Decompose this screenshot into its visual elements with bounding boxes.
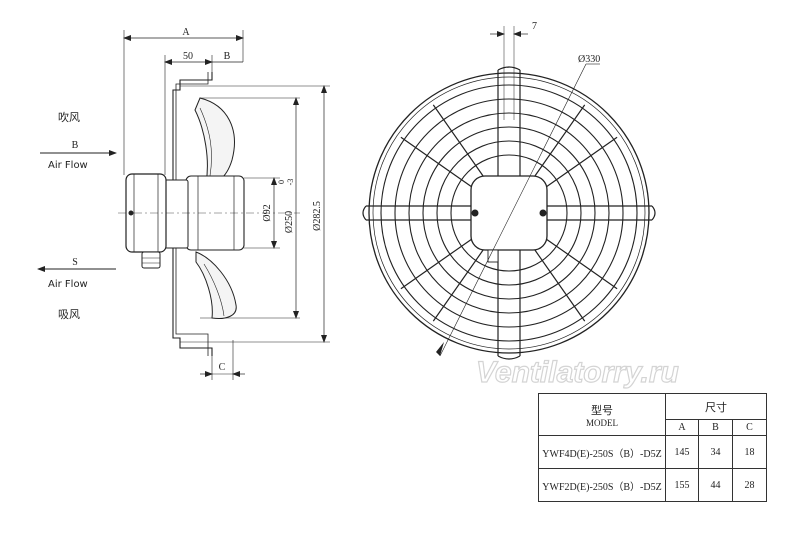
suck-airflow-label: Air Flow [48,279,88,290]
watermark: Ventilatorry.ru [476,356,679,389]
tolerance-250-label: 0-3 [277,179,295,186]
b-cell: 34 [698,435,733,469]
model-cell: YWF2D(E)-250S（B）-D5Z [538,468,666,502]
guard-spoke [533,248,586,322]
specification-table: 型号 MODEL 尺寸 A B C YWF4D(E)-250S（B）-D5Z 1… [538,393,768,502]
guard-spoke [400,237,474,290]
guard-ring [422,126,596,300]
front-view-labels: 7 Ø330 [532,21,600,65]
c-cell: 18 [731,435,768,469]
guard-spokes [400,104,618,322]
dimension-50-label: 50 [183,51,193,62]
guard-spoke [432,248,485,322]
table-header-row: 型号 MODEL 尺寸 [538,393,768,436]
b-cell: 44 [698,468,733,502]
front-view [362,26,656,360]
diameter-92-label: Ø92 [262,204,273,221]
blow-airflow-label: Air Flow [48,160,88,171]
table-row: YWF4D(E)-250S（B）-D5Z 145 34 18 [538,435,768,469]
col-b-header: B [698,419,733,436]
diameter-330-label: Ø330 [578,54,600,65]
model-header-cn: 型号 [591,403,613,417]
side-view-labels: A 50 B C Ø92 Ø250 0-3 Ø282.5 吹风 B Air Fl… [48,27,323,373]
diameter-250-label: Ø250 [284,211,295,233]
col-c-header: C [731,419,768,436]
guard-ring [408,112,610,314]
a-cell: 155 [665,468,699,502]
guard-ring [450,154,568,272]
guard-spoke [544,136,618,189]
size-header-cn: 尺寸 [705,400,728,414]
guard-ring [394,98,624,328]
guard-spoke [544,237,618,290]
guard-spoke [533,104,586,178]
model-cell: YWF4D(E)-250S（B）-D5Z [538,435,666,469]
size-header: 尺寸 [664,393,768,420]
suck-letter-label: S [72,257,78,268]
guard-ring [380,84,638,342]
a-cell: 145 [665,435,699,469]
dimension-a-label: A [182,27,190,38]
blow-letter-label: B [72,140,79,151]
suck-label-cn: 吸风 [58,308,80,321]
table-row: YWF2D(E)-250S（B）-D5Z 155 44 28 [538,468,768,502]
dimension-b-label: B [224,51,231,62]
guard-spoke [400,136,474,189]
blow-label-cn: 吹风 [58,111,80,124]
guard-spoke [432,104,485,178]
col-a-header: A [665,419,699,436]
model-header: 型号 MODEL [538,393,666,436]
c-cell: 28 [731,468,768,502]
dimension-c-label: C [219,362,226,373]
model-header-en: MODEL [586,417,618,428]
dimension-7-label: 7 [532,21,537,32]
guard-ring [436,140,582,286]
diameter-282-label: Ø282.5 [312,201,323,231]
side-view [37,30,330,380]
guard-rings [380,84,638,342]
